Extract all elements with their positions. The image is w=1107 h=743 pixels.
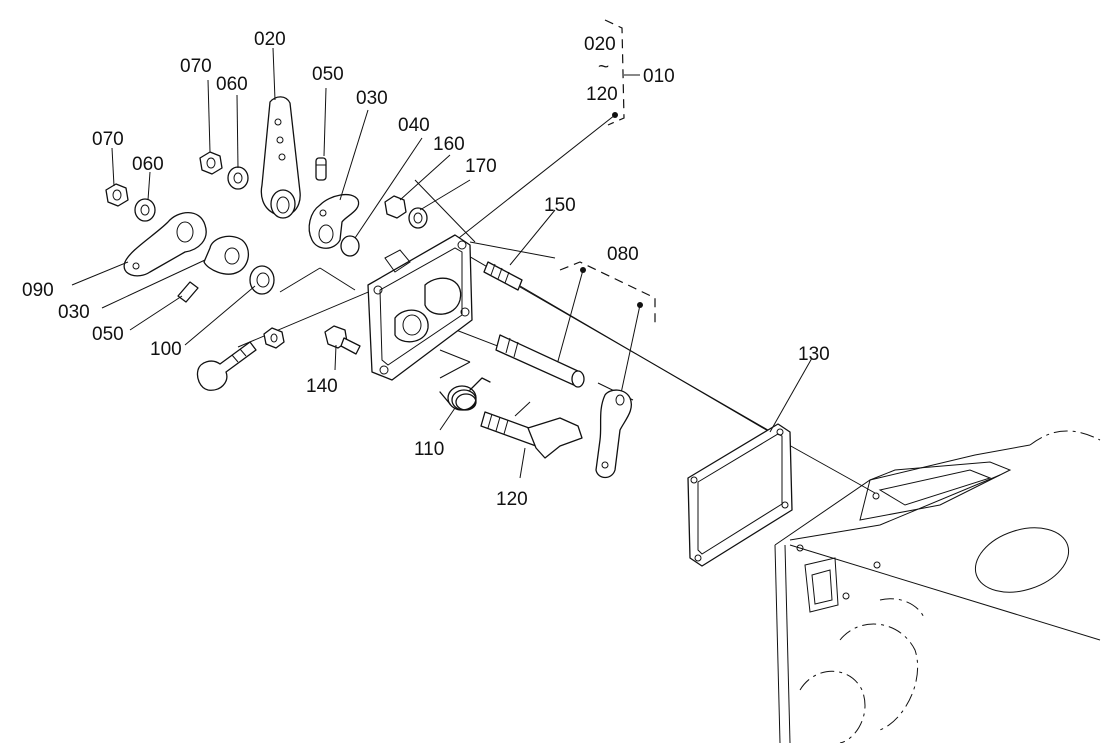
shaft-080 (495, 334, 585, 388)
part-030-lower (203, 235, 249, 275)
label-160: 160 (433, 134, 465, 155)
part-110-spring (439, 377, 491, 411)
part-090-lever (123, 211, 207, 277)
part-130-gasket (687, 423, 793, 567)
label-060-upper: 060 (216, 74, 248, 95)
label-040: 040 (398, 115, 430, 136)
label-130: 130 (798, 344, 830, 365)
label-170: 170 (465, 156, 497, 177)
part-030-upper (308, 193, 360, 249)
part-120-shaft (480, 401, 583, 459)
group-010-bracket (604, 19, 640, 126)
part-070-upper-nut (199, 151, 223, 175)
part-labels: 020 070 060 050 030 040 160 170 070 060 … (22, 29, 830, 510)
part-050-lower-pin (177, 281, 199, 303)
label-030-upper: 030 (356, 88, 388, 109)
label-080: 080 (607, 244, 639, 265)
label-110: 110 (414, 439, 444, 460)
part-050-upper-pin (315, 157, 327, 181)
housing-cover (367, 234, 473, 381)
label-090: 090 (22, 280, 54, 301)
label-group-120: 120 (586, 84, 618, 105)
part-140-bolt (324, 325, 361, 355)
plate-080 (595, 389, 632, 479)
label-group-tilde: ~ (598, 57, 609, 78)
label-070-lower: 070 (92, 129, 124, 150)
part-160-nut (384, 195, 407, 219)
label-020-top: 020 (254, 29, 286, 50)
label-leaders (71, 47, 813, 479)
part-100-seal (249, 265, 275, 295)
part-060-lower-washer (134, 198, 156, 222)
part-070-lower-nut (105, 183, 129, 207)
label-150: 150 (544, 195, 576, 216)
label-050-upper: 050 (312, 64, 344, 85)
label-group-020: 020 (584, 34, 616, 55)
bolt-and-nut (196, 327, 285, 391)
part-020-lever (260, 96, 301, 219)
label-030-lower: 030 (58, 302, 90, 323)
label-140: 140 (306, 376, 338, 397)
part-060-upper-washer (227, 166, 249, 190)
label-100: 100 (150, 339, 182, 360)
engine-block (774, 430, 1101, 743)
part-150-stud (483, 261, 523, 291)
part-170-washer (408, 207, 428, 229)
label-060-lower: 060 (132, 154, 164, 175)
label-120: 120 (496, 489, 528, 510)
label-050-lower: 050 (92, 324, 124, 345)
label-070-upper: 070 (180, 56, 212, 77)
part-040-oring (340, 235, 360, 257)
label-group-010: 010 (643, 66, 675, 87)
group-080-bracket (554, 261, 656, 399)
